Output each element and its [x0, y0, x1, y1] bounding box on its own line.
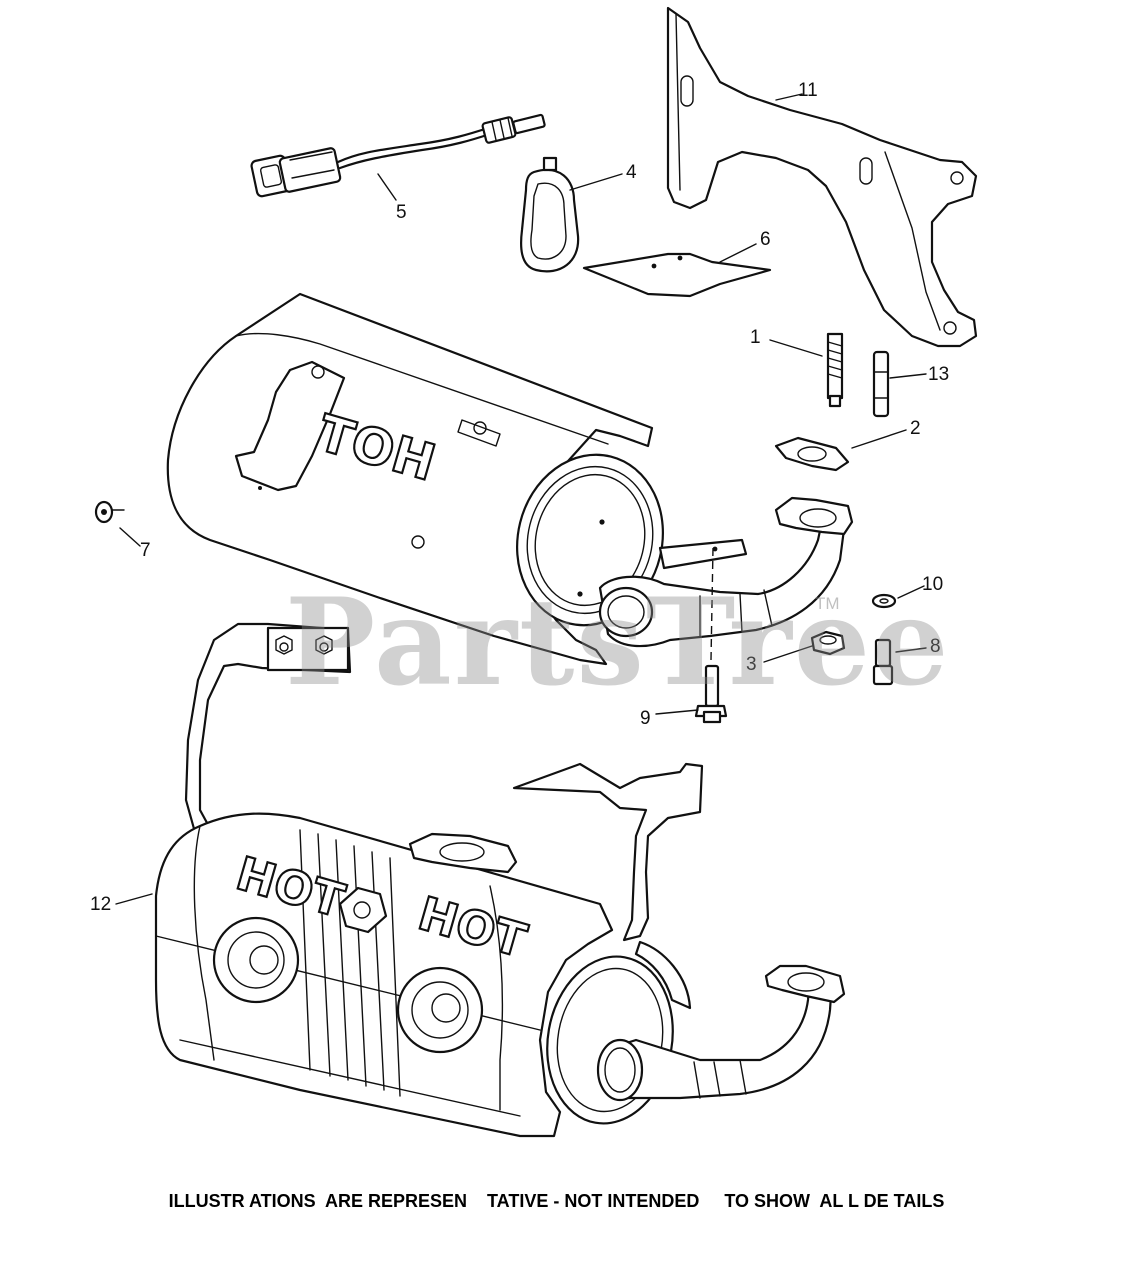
part-13-spacer — [872, 350, 890, 418]
callout-9: 9 — [640, 708, 651, 729]
part-10-washer — [871, 593, 897, 609]
lower-muffler — [154, 812, 846, 1138]
callout-12: 12 — [90, 894, 111, 915]
callout-5: 5 — [396, 202, 407, 223]
bracket-slot-upper — [680, 75, 694, 107]
part-1-stud — [826, 332, 844, 408]
bracket-slot-lower — [859, 157, 873, 185]
bracket-hole-top — [950, 171, 964, 185]
part-6-plate — [582, 252, 772, 298]
part-7-screw — [94, 500, 125, 524]
callout-1: 1 — [750, 327, 761, 348]
footer-disclaimer: ILLUSTR ATIONS ARE REPRESEN TATIVE - NOT… — [168, 1191, 945, 1211]
callout-8: 8 — [930, 636, 941, 657]
callout-6: 6 — [760, 229, 771, 250]
part-9-bolt — [694, 664, 728, 724]
callout-10: 10 — [922, 574, 943, 595]
callout-7: 7 — [140, 540, 151, 561]
upper-heat-shield — [166, 292, 654, 666]
callout-3: 3 — [746, 654, 757, 675]
part-11-bracket — [666, 6, 978, 348]
part-3-nut — [810, 630, 846, 656]
callout-11: 11 — [798, 80, 818, 101]
upper-muffler-end — [516, 453, 854, 661]
part-2-flange-gasket — [774, 436, 850, 472]
part-4-gasket — [519, 156, 580, 273]
leader-lines — [115, 93, 927, 905]
trademark-mark: TM — [815, 594, 840, 613]
part-5-sensor — [250, 113, 546, 198]
callout-13: 13 — [928, 364, 949, 385]
callout-2: 2 — [910, 418, 921, 439]
callout-4: 4 — [626, 162, 637, 183]
lower-right-strap — [512, 762, 704, 942]
part-8-bolt — [872, 638, 894, 686]
bracket-hole-bottom — [943, 321, 957, 335]
